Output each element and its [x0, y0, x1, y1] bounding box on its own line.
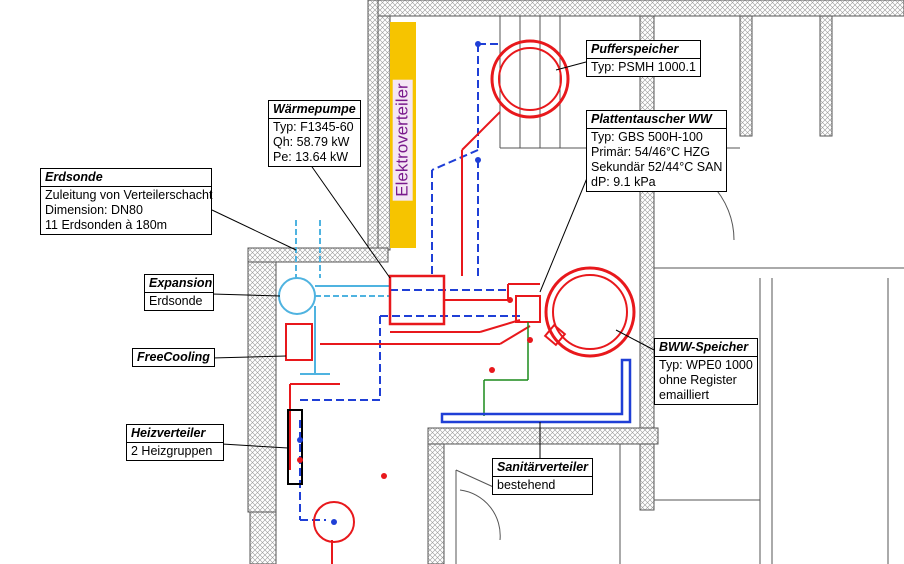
label-sanitaer: Sanitärverteiler bestehend [492, 458, 594, 495]
label-plattentauscher-line: Primär: 54/46°C HZG [591, 145, 710, 159]
label-waermepumpe-line: Qh: 58.79 kW [273, 135, 350, 149]
label-plattentauscher-title: Plattentauscher WW [587, 111, 727, 129]
label-sanitaer-title: Sanitärverteiler [493, 459, 593, 477]
label-bww-line: emailliert [659, 388, 710, 402]
label-plattentauscher-line: Typ: GBS 500H-100 [591, 130, 703, 144]
pipe-nodes [297, 41, 533, 525]
label-waermepumpe-title: Wärmepumpe [269, 101, 360, 119]
geo-pipes [278, 220, 390, 375]
label-plattentauscher: Plattentauscher WW Typ: GBS 500H-100 Pri… [586, 110, 728, 192]
label-plattentauscher-line: dP: 9.1 kPa [591, 175, 656, 189]
label-freecooling: FreeCooling [132, 348, 215, 367]
label-pufferspeicher-title: Pufferspeicher [587, 41, 700, 59]
label-heizverteiler-title: Heizverteiler [127, 425, 223, 443]
label-sanitaer-line: bestehend [497, 478, 556, 492]
label-expansion-title: Expansion [145, 275, 213, 293]
label-bww: BWW-Speicher Typ: WPE0 1000 ohne Registe… [654, 338, 758, 405]
label-expansion-line: Erdsonde [149, 294, 203, 308]
label-heizverteiler: Heizverteiler 2 Heizgruppen [126, 424, 224, 461]
label-erdsonde-line: 11 Erdsonden à 180m [45, 218, 168, 232]
label-expansion: Expansion Erdsonde [144, 274, 214, 311]
elektroverteiler-text: Elektroverteiler [393, 79, 413, 201]
label-waermepumpe: Wärmepumpe Typ: F1345-60 Qh: 58.79 kW Pe… [268, 100, 361, 167]
elektroverteiler-label: Elektroverteiler [390, 60, 416, 220]
label-erdsonde-title: Erdsonde [41, 169, 211, 187]
water-pipes [483, 322, 529, 416]
label-erdsonde-line: Dimension: DN80 [45, 203, 143, 217]
label-waermepumpe-line: Typ: F1345-60 [273, 120, 354, 134]
label-pufferspeicher: Pufferspeicher Typ: PSMH 1000.1 [586, 40, 701, 77]
label-erdsonde: Erdsonde Zuleitung von Verteilerschacht … [40, 168, 212, 235]
label-plattentauscher-line: Sekundär 52/44°C SAN [591, 160, 723, 174]
heating-pipes [285, 39, 636, 564]
label-heizverteiler-line: 2 Heizgruppen [131, 444, 213, 458]
leader-lines [211, 61, 655, 460]
label-pufferspeicher-line: Typ: PSMH 1000.1 [591, 60, 696, 74]
label-bww-line: Typ: WPE0 1000 [659, 358, 753, 372]
label-bww-title: BWW-Speicher [655, 339, 757, 357]
sanitaer-bar [440, 358, 632, 424]
heizverteiler-box [287, 409, 303, 485]
label-erdsonde-line: Zuleitung von Verteilerschacht [45, 188, 213, 202]
walls [247, 0, 904, 564]
return-pipes [299, 43, 520, 521]
label-bww-line: ohne Register [659, 373, 737, 387]
label-waermepumpe-line: Pe: 13.64 kW [273, 150, 349, 164]
